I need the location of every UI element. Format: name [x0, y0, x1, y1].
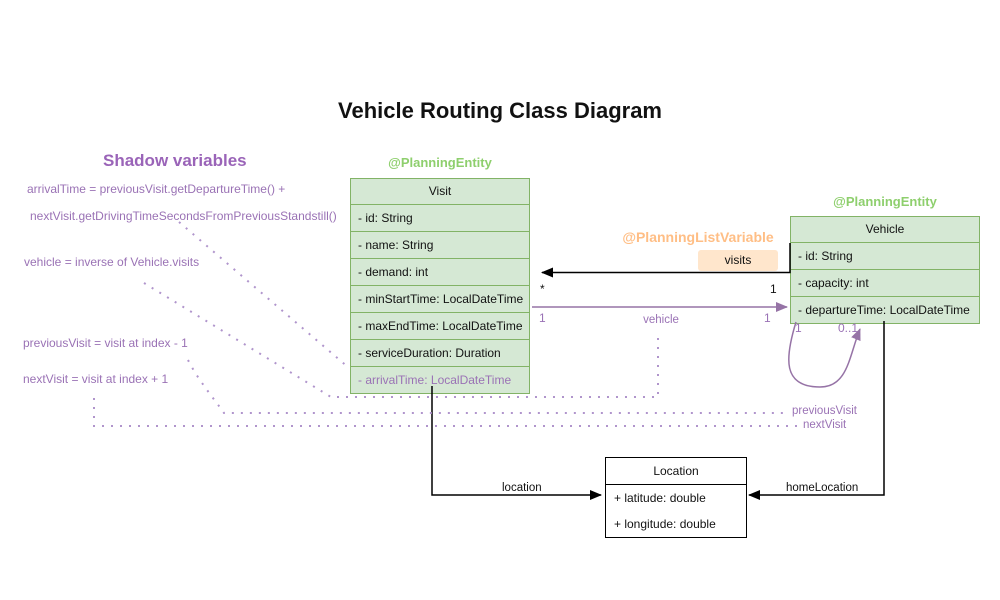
- vehicle-attr-departuretime: - departureTime: LocalDateTime: [798, 303, 970, 317]
- edge-self-loop: [788, 321, 861, 388]
- shadow-nextvisit-line: nextVisit = visit at index + 1: [23, 372, 169, 386]
- selfloop-source-multiplicity: 1: [795, 321, 802, 335]
- selfloop-target-multiplicity: 0..1: [838, 321, 859, 335]
- vehicle-edge-label: vehicle: [643, 314, 679, 326]
- homelocation-edge-label: homeLocation: [786, 482, 859, 494]
- visit-attr-arrivaltime: - arrivalTime: LocalDateTime: [358, 373, 512, 387]
- location-attr-longitude: + longitude: double: [614, 517, 716, 531]
- visit-attr-minstarttime: - minStartTime: LocalDateTime: [351, 286, 529, 313]
- dotted-previousvisit-callout: [187, 359, 788, 414]
- location-attr-latitude: + latitude: double: [614, 491, 706, 505]
- visits-target-multiplicity: *: [540, 282, 545, 296]
- planning-list-variable-annotation: @PlanningListVariable: [622, 229, 774, 245]
- visits-source-multiplicity: 1: [770, 282, 777, 296]
- edge-home-location: [748, 321, 885, 500]
- visit-attr-maxendtime: - maxEndTime: LocalDateTime: [351, 313, 529, 340]
- edge-visits: [541, 243, 791, 278]
- dotted-nextvisit-callout: [93, 398, 798, 427]
- shadow-previousvisit-line: previousVisit = visit at index - 1: [23, 336, 188, 350]
- visit-attr-name: - name: String: [351, 232, 529, 259]
- class-title-vehicle: Vehicle: [791, 217, 979, 243]
- previousvisit-edge-label: previousVisit: [792, 405, 857, 417]
- class-title-location: Location: [606, 458, 746, 485]
- dotted-arrivaltime-callout: [178, 221, 350, 369]
- class-title-visit: Visit: [351, 179, 529, 205]
- class-box-vehicle[interactable]: Vehicle - id: String - capacity: int - d…: [790, 216, 980, 324]
- edge-location: [431, 386, 602, 500]
- diagram-title: Vehicle Routing Class Diagram: [338, 98, 662, 123]
- class-box-visit[interactable]: Visit - id: String - name: String - dema…: [350, 178, 530, 394]
- vehicle-attr-id: - id: String: [791, 243, 979, 270]
- vehicle-source-multiplicity: 1: [539, 311, 546, 325]
- location-edge-label: location: [502, 482, 542, 494]
- visit-planning-entity-annotation: @PlanningEntity: [388, 155, 492, 170]
- nextvisit-edge-label: nextVisit: [803, 419, 847, 431]
- shadow-vehicle-line: vehicle = inverse of Vehicle.visits: [24, 255, 200, 269]
- dotted-vehicle-callout: [143, 282, 659, 398]
- class-box-location[interactable]: Location + latitude: double + longitude:…: [605, 457, 747, 538]
- shadow-arrivaltime-line1: arrivalTime = previousVisit.getDeparture…: [27, 182, 286, 196]
- vehicle-attr-capacity: - capacity: int: [791, 270, 979, 297]
- visit-attr-demand: - demand: int: [351, 259, 529, 286]
- visit-attr-id: - id: String: [351, 205, 529, 232]
- vehicle-planning-entity-annotation: @PlanningEntity: [833, 194, 937, 209]
- vehicle-target-multiplicity: 1: [764, 311, 771, 325]
- shadow-arrivaltime-line2: nextVisit.getDrivingTimeSecondsFromPrevi…: [30, 209, 337, 223]
- visits-edge-label[interactable]: visits: [698, 250, 778, 271]
- visit-attr-serviceduration: - serviceDuration: Duration: [351, 340, 529, 367]
- shadow-variables-heading: Shadow variables: [103, 151, 247, 170]
